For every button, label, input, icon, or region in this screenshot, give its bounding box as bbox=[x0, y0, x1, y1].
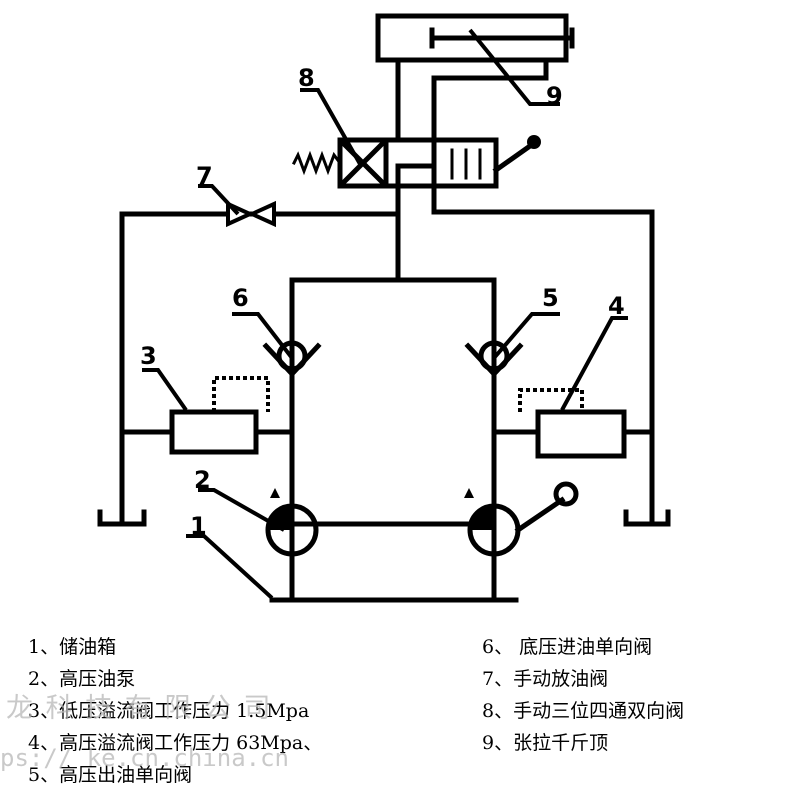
valve-handle bbox=[492, 142, 534, 174]
return-line-left bbox=[119, 211, 401, 527]
check-valve-outlet bbox=[478, 340, 510, 372]
jack-line-right bbox=[431, 57, 549, 143]
callout-7: 7 bbox=[196, 162, 213, 190]
relief-valve-low bbox=[169, 409, 259, 455]
relief-valve-high bbox=[535, 409, 627, 459]
pump-handle bbox=[514, 496, 566, 534]
legend-item-8: 8、手动三位四通双向阀 bbox=[482, 700, 685, 722]
legend-item-5: 5、高压出油单向阀 bbox=[28, 764, 193, 786]
check-valve-inlet bbox=[276, 340, 308, 372]
legend-item-6: 6、 底压进油单向阀 bbox=[482, 636, 653, 658]
legend-item-7: 7、手动放油阀 bbox=[482, 668, 609, 690]
manual-release-valve bbox=[226, 200, 276, 228]
callout-8: 8 bbox=[298, 64, 315, 92]
callout-6: 6 bbox=[232, 284, 249, 312]
leader-6 bbox=[232, 312, 294, 360]
pump-handle-knob bbox=[553, 481, 579, 507]
leader-7 bbox=[198, 184, 240, 216]
pump-right-fill bbox=[470, 506, 494, 530]
tank-left bbox=[97, 509, 147, 527]
pilot-line-3 bbox=[212, 376, 270, 412]
valve-spring bbox=[291, 150, 343, 176]
callout-1: 1 bbox=[190, 512, 207, 540]
legend-item-2: 2、高压油泵 bbox=[28, 668, 136, 690]
tank-right bbox=[623, 509, 671, 527]
watermark-company: 龙 科 技 有 限 公 司 bbox=[6, 693, 273, 724]
valve-outlet-right bbox=[431, 183, 655, 527]
pump-arrow-right bbox=[464, 488, 474, 498]
legend-item-3: 3、低压溢流阀工作压力 1.5Mpa bbox=[28, 700, 310, 722]
leader-3 bbox=[142, 368, 188, 412]
pump-arrow-left bbox=[270, 488, 280, 498]
callout-4: 4 bbox=[608, 292, 625, 320]
callout-9: 9 bbox=[546, 82, 563, 110]
watermark-url: ps:// ke.cn.china.cn bbox=[0, 744, 289, 772]
legend-item-9: 9、张拉千斤顶 bbox=[482, 732, 609, 754]
leader-4 bbox=[560, 316, 628, 411]
leader-5 bbox=[492, 312, 560, 360]
valve-center-port bbox=[395, 163, 437, 189]
pilot-line-4 bbox=[518, 388, 584, 412]
directional-valve-center bbox=[383, 137, 437, 189]
legend-item-1: 1、储油箱 bbox=[28, 636, 117, 658]
leader-1 bbox=[186, 534, 274, 600]
leader-2 bbox=[198, 488, 285, 532]
callout-3: 3 bbox=[140, 342, 157, 370]
callout-2: 2 bbox=[194, 466, 211, 494]
valve-outlet-left bbox=[289, 183, 401, 603]
leader-8 bbox=[300, 88, 362, 165]
leader-9 bbox=[468, 28, 560, 106]
callout-5: 5 bbox=[542, 284, 559, 312]
legend-item-4: 4、高压溢流阀工作压力 63Mpa、 bbox=[28, 732, 323, 754]
directional-valve-right bbox=[431, 137, 499, 189]
valve-cross-2 bbox=[340, 140, 386, 186]
